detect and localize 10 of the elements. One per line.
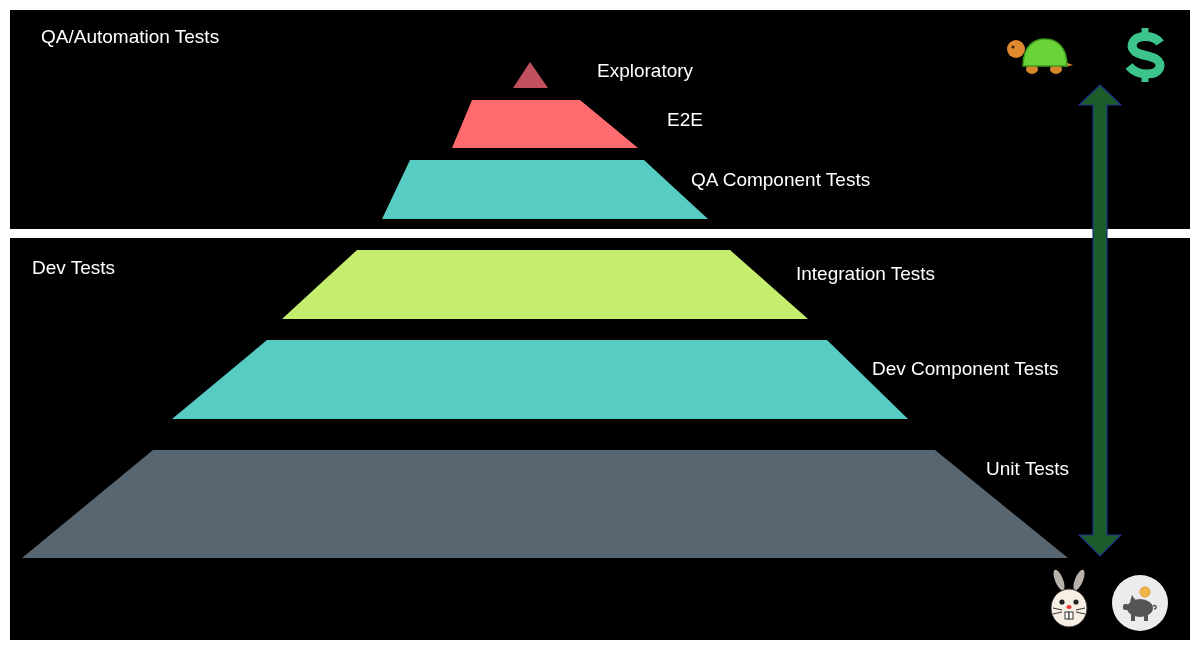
tier-label: Unit Tests [986, 458, 1070, 480]
section-title: Dev Tests [32, 257, 116, 279]
section-band [10, 238, 1190, 640]
section-title: QA/Automation Tests [41, 26, 220, 48]
tier-label: E2E [667, 109, 703, 131]
tier-label: Dev Component Tests [872, 358, 1059, 380]
tier-label: Integration Tests [796, 263, 936, 285]
section-band [10, 10, 1190, 229]
tier-label: Exploratory [597, 60, 694, 82]
tier-label: QA Component Tests [691, 169, 871, 191]
